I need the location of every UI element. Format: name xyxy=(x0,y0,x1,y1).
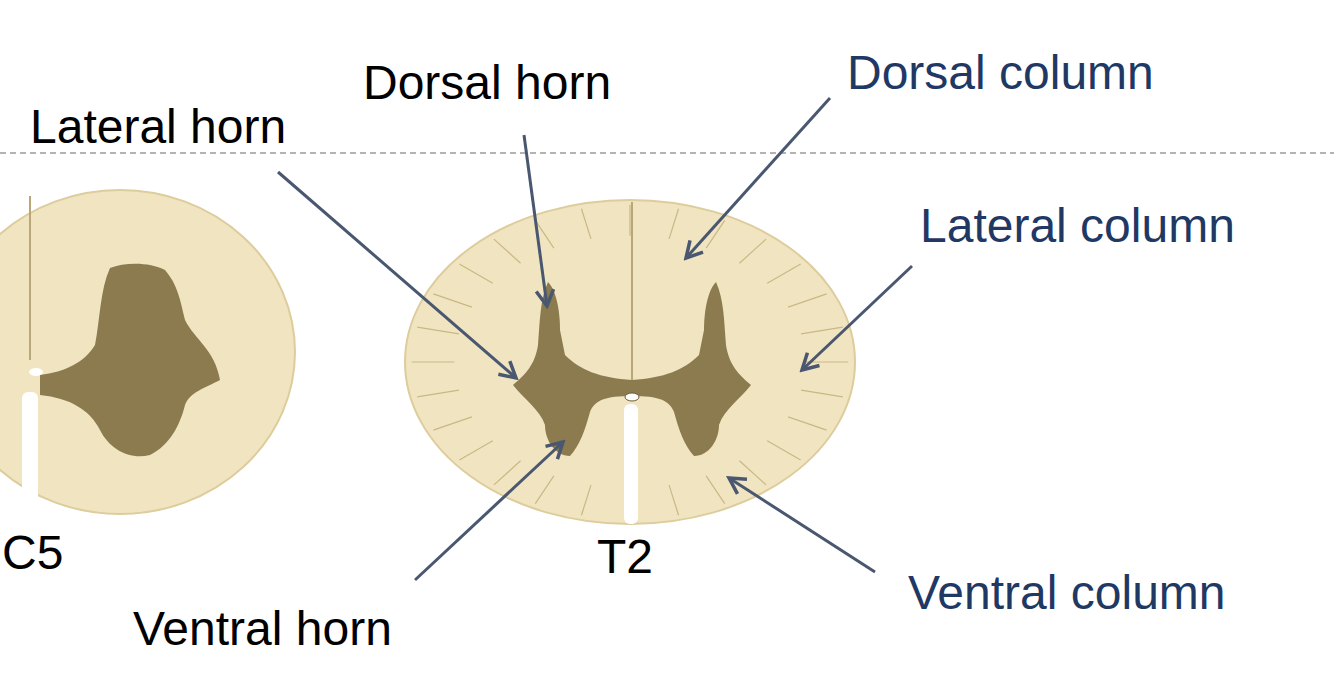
leader-line xyxy=(278,172,516,378)
septum-line xyxy=(494,239,521,263)
septum-line xyxy=(535,476,554,504)
dorsal-septum xyxy=(29,196,31,360)
septum-line xyxy=(629,205,630,236)
septum-line xyxy=(801,327,843,334)
septum-line xyxy=(788,417,827,430)
septum-line xyxy=(433,294,472,307)
part-label: Dorsal column xyxy=(847,44,1154,102)
part-label: Lateral column xyxy=(920,197,1235,255)
part-label: Ventral column xyxy=(908,564,1226,622)
part-label: C5 xyxy=(2,524,63,582)
septum-line xyxy=(669,209,679,239)
dorsal-septum xyxy=(631,202,633,380)
septum-line xyxy=(669,485,679,515)
septum-line xyxy=(767,441,800,460)
septum-line xyxy=(459,441,492,460)
ventral-fissure xyxy=(624,404,638,524)
leader-line xyxy=(729,478,875,572)
white-matter xyxy=(405,200,855,524)
septum-line xyxy=(581,209,591,239)
t2-section xyxy=(405,200,855,524)
septum-line xyxy=(459,264,492,283)
septum-line xyxy=(581,485,591,515)
septum-line xyxy=(494,461,521,485)
leader-line xyxy=(524,135,547,306)
ventral-fissure xyxy=(22,392,38,517)
c5-section xyxy=(0,190,295,517)
leader-line xyxy=(686,98,830,258)
septum-line xyxy=(412,361,455,362)
septum-line xyxy=(739,461,766,485)
septum-line xyxy=(417,390,459,397)
septum-line xyxy=(788,294,827,307)
septum-line xyxy=(706,476,725,504)
septum-line xyxy=(433,417,472,430)
septum-line xyxy=(767,264,800,283)
septum-line xyxy=(739,239,766,263)
part-label: Lateral horn xyxy=(30,98,286,156)
leader-lines xyxy=(278,98,912,580)
leader-line xyxy=(415,442,563,580)
central-canal xyxy=(625,393,639,401)
white-matter xyxy=(0,190,295,514)
part-label: T2 xyxy=(597,528,653,586)
septum-line xyxy=(801,390,843,397)
central-canal xyxy=(29,368,43,376)
part-label: Ventral horn xyxy=(133,600,392,658)
septum-line xyxy=(417,327,459,334)
leader-line xyxy=(802,266,912,370)
gray-matter xyxy=(40,264,220,457)
part-label: Dorsal horn xyxy=(363,54,611,112)
